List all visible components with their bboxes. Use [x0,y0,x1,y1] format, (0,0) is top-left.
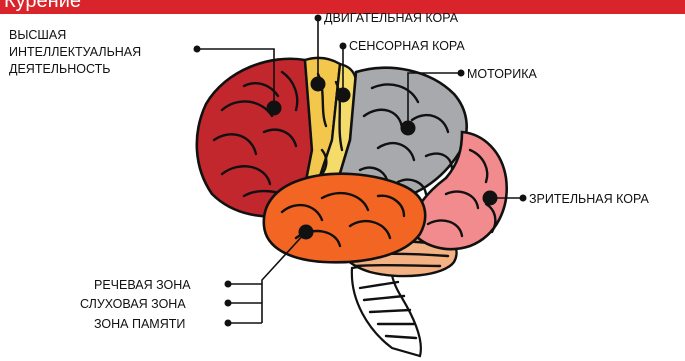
callout-dot-visual [483,191,498,206]
label-speech-zone: РЕЧЕВАЯ ЗОНА [94,278,191,292]
label-visual-cortex: ЗРИТЕЛЬНАЯ КОРА [529,192,649,206]
callout-dot-speech [225,281,232,288]
label-auditory-zone: СЛУХОВАЯ ЗОНА [80,297,186,311]
label-higher-line1: ВЫСШАЯ [9,28,66,42]
label-motorics: МОТОРИКА [467,67,538,81]
callout-dot-sensory [336,88,351,103]
temporal-lobe [264,174,425,263]
label-motor-cortex: ДВИГАТЕЛЬНАЯ КОРА [324,11,459,25]
label-higher-line2: ИНТЕЛЛЕКТУАЛЬНАЯ [9,45,141,59]
label-higher-line3: ДЕЯТЕЛЬНОСТЬ [9,62,110,76]
callout-dot-memory [225,320,232,327]
label-memory-zone: ЗОНА ПАМЯТИ [94,317,185,331]
callout-dot-auditory [225,300,232,307]
callout-dot-higher [267,101,282,116]
callout-dot-motorics [401,121,416,136]
callout-dot-motor [311,77,326,92]
label-sensory-cortex: СЕНСОРНАЯ КОРА [349,39,465,53]
